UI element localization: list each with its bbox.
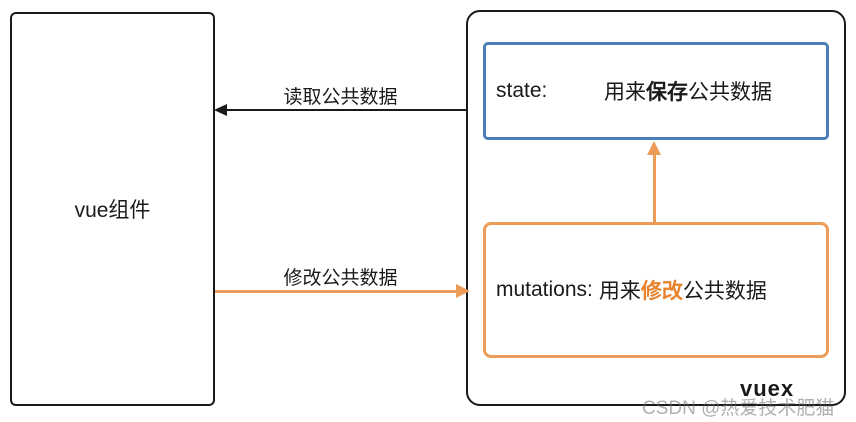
mutations-text-bold: 修改 (640, 280, 683, 303)
read-arrow-label: 读取公共数据 (283, 87, 398, 108)
modify-arrow-label: 修改公共数据 (283, 268, 398, 289)
csdn-watermark: CSDN @热爱技术肥猫 (642, 398, 835, 419)
vuex-label: vuex (740, 376, 795, 401)
mutations-text-post: 公共数据 (682, 280, 767, 303)
read-arrow-line (227, 109, 466, 111)
mutations-text-pre: 用来 (598, 280, 641, 303)
mutations-prefix-label: mutations: (496, 278, 593, 301)
vue-component-label: vue组件 (74, 199, 151, 222)
commit-arrow-head-up-icon (647, 141, 661, 155)
commit-arrow-line (653, 154, 656, 222)
state-text-pre: 用来 (604, 81, 646, 104)
state-description: 用来保存公共数据 (604, 76, 772, 106)
state-prefix-label: state: (496, 79, 548, 102)
vue-component-box: vue组件 (10, 12, 215, 406)
mutations-box: mutations: 用来修改公共数据 (483, 222, 829, 358)
state-text-post: 公共数据 (688, 81, 772, 104)
mutations-description: 用来修改公共数据 (599, 275, 767, 305)
vuex-container-box (466, 10, 846, 406)
state-box: state: 用来保存公共数据 (483, 42, 829, 140)
modify-arrow-head-right-icon (456, 284, 470, 298)
modify-arrow-line (215, 290, 458, 293)
state-text-bold: 保存 (646, 81, 688, 104)
read-arrow-head-left-icon (214, 104, 227, 116)
